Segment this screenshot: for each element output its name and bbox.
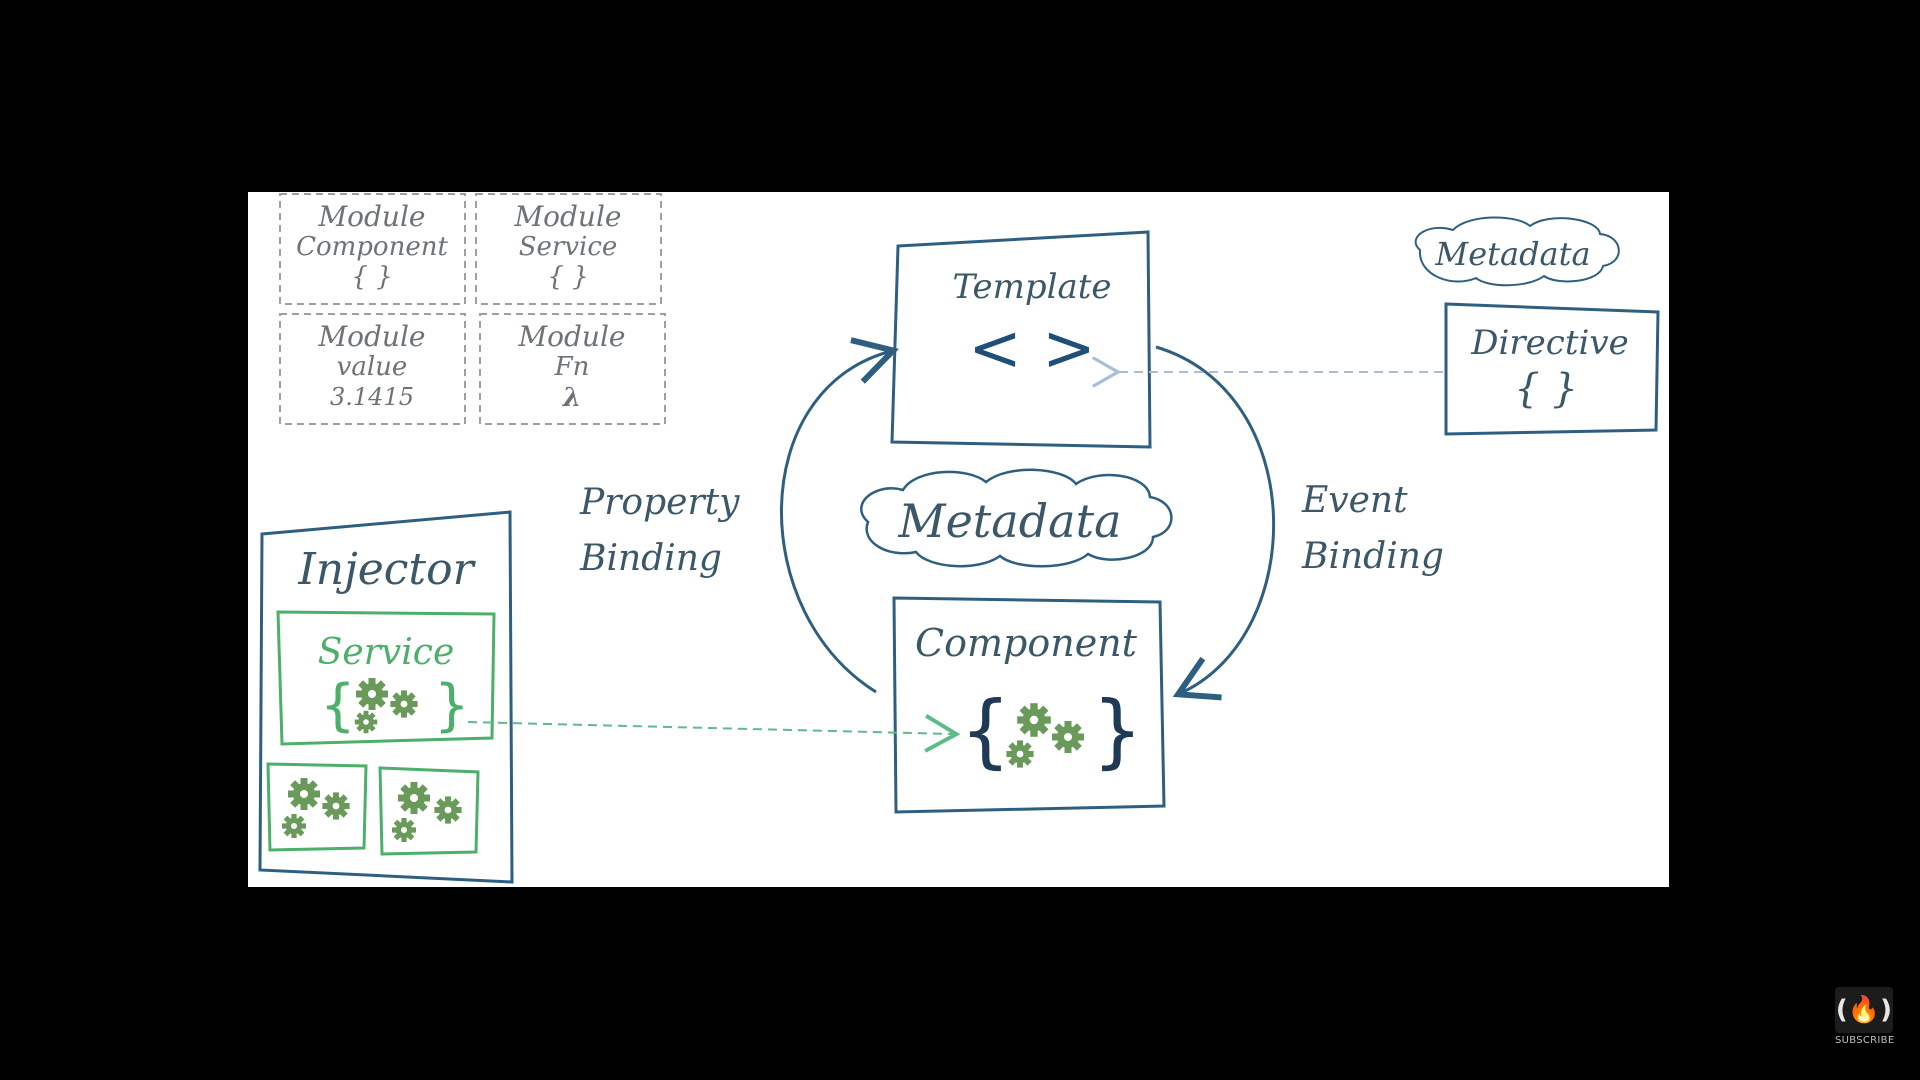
architecture-slide: Module Component { } Module Service { } … [248,192,1669,887]
module-value-kind: value [337,352,408,382]
property-binding-line2: Binding [579,538,722,579]
component-brace-right: } [1092,684,1143,777]
component-box: Component { } [892,596,1166,814]
module-value-title: Module [317,320,425,353]
injector-instance-box-2 [378,766,480,856]
metadata-center-label: Metadata [897,494,1121,548]
subscribe-button[interactable]: (🔥) SUBSCRIBE [1835,987,1895,1049]
module-fn-lambda: λ [562,383,581,413]
directive-label: Directive [1470,323,1628,363]
component-brace-left: { [960,684,1011,777]
injector-instance-box-1 [266,762,368,852]
directive-braces-icon: { } [1514,366,1578,412]
freecodecamp-flame-icon: (🔥) [1835,987,1893,1033]
module-service-kind: Service [519,232,618,262]
template-box: Template < > [890,230,1152,449]
event-binding-line1: Event [1301,480,1408,521]
metadata-cloud-center: Metadata [860,468,1173,568]
architecture-diagram: Module Component { } Module Service { } … [258,193,1660,884]
event-binding-line2: Binding [1301,536,1444,577]
module-service-value: { } [547,262,588,292]
template-angle-brackets-icon: < > [968,312,1096,386]
service-brace-right: } [434,673,470,738]
directive-box: Directive { } [1444,302,1660,436]
instance-2-gears-icon [392,782,462,842]
module-fn-title: Module [517,320,625,353]
module-service-title: Module [513,200,621,233]
instance-1-gears-icon [282,778,350,838]
event-binding-arrow [1155,345,1275,701]
metadata-directive-label: Metadata [1434,235,1590,273]
module-value-value: 3.1415 [330,383,414,411]
directive-metadata-cloud: Metadata [1414,216,1620,287]
component-gears-icon [1006,703,1084,768]
injector-label: Injector [297,544,476,595]
template-label: Template [952,267,1111,307]
module-fn-box: Module Fn λ [479,313,666,425]
component-label: Component [915,621,1138,665]
injector-box: Injector [258,510,514,884]
property-binding-arrow [779,337,899,694]
service-gears-icon [354,678,418,734]
module-fn-kind: Fn [554,352,590,382]
module-component-box: Module Component { } [279,193,466,305]
module-service-box: Module Service { } [475,193,662,305]
dependency-injection-arrow [467,714,961,753]
injector-service-label: Service [318,632,455,673]
service-brace-left: { [320,673,356,738]
injector-service-box: Service { } [276,610,496,746]
module-component-kind: Component [296,232,448,262]
module-value-box: Module value 3.1415 [279,313,466,425]
property-binding-line1: Property [579,482,740,523]
subscribe-label: SUBSCRIBE [1835,1035,1895,1046]
module-component-title: Module [317,200,425,233]
module-component-value: { } [351,262,392,292]
